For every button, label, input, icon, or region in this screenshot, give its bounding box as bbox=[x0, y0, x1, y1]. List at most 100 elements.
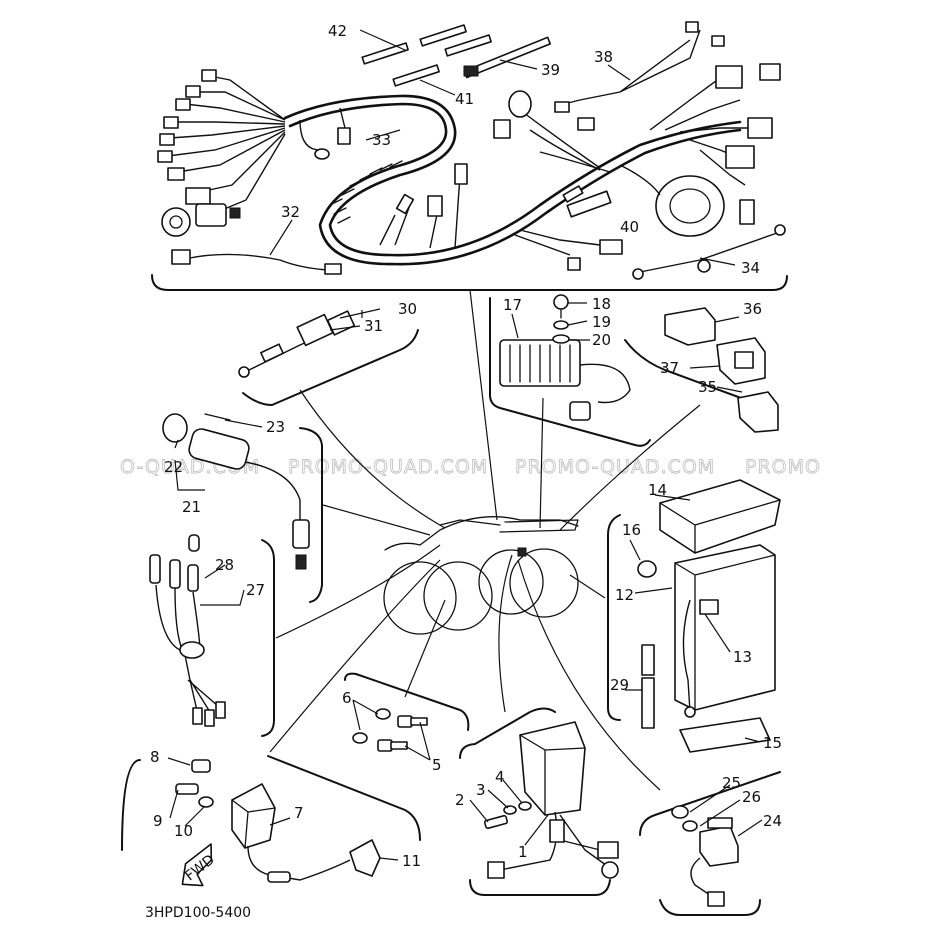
relay-component bbox=[508, 90, 532, 118]
washer-10 bbox=[198, 796, 214, 808]
callout-11: 11 bbox=[402, 852, 421, 870]
covers-bracket bbox=[624, 339, 761, 406]
connector-block bbox=[185, 187, 211, 205]
callout-37: 37 bbox=[660, 359, 679, 377]
cdi-connector bbox=[487, 861, 505, 879]
callout-34: 34 bbox=[741, 259, 760, 277]
detail-circle bbox=[423, 561, 493, 631]
connector-block bbox=[747, 117, 773, 139]
relay-wire bbox=[690, 857, 711, 896]
callout-23: 23 bbox=[266, 418, 285, 436]
ring-terminal bbox=[314, 148, 330, 160]
connector-plug bbox=[599, 239, 623, 255]
callout-18: 18 bbox=[592, 295, 611, 313]
connector-plug bbox=[711, 35, 725, 47]
bulb-socket bbox=[169, 559, 181, 589]
callout-17: 17 bbox=[503, 296, 522, 314]
callout-12: 12 bbox=[615, 586, 634, 604]
cdi-connector bbox=[597, 841, 619, 859]
rectifier-group bbox=[489, 294, 651, 447]
connector-plug bbox=[185, 85, 201, 98]
switch-end bbox=[238, 366, 250, 378]
callout-41: 41 bbox=[455, 90, 474, 108]
harness-lead bbox=[379, 174, 461, 249]
callout-33: 33 bbox=[372, 131, 391, 149]
callout-31: 31 bbox=[364, 317, 383, 335]
connector-plug bbox=[337, 127, 351, 145]
leader-line bbox=[517, 559, 661, 791]
callout-26: 26 bbox=[742, 788, 761, 806]
starter-relay-24 bbox=[699, 825, 739, 867]
connector-plug bbox=[577, 117, 595, 131]
cable-band-42 bbox=[361, 42, 409, 65]
relay-bracket-lower bbox=[659, 899, 761, 916]
watermark-text: PROMO-QUAD.COM bbox=[288, 456, 488, 478]
callout-7: 7 bbox=[294, 804, 304, 822]
fuse-holder bbox=[566, 190, 612, 218]
callout-22: 22 bbox=[164, 458, 183, 476]
harness-spiral-wrap bbox=[329, 160, 403, 224]
connector-plug bbox=[157, 150, 173, 163]
stamp-text: 40 bbox=[620, 218, 639, 236]
callout-8: 8 bbox=[150, 748, 160, 766]
bulb-socket bbox=[187, 564, 199, 592]
connector-plug bbox=[159, 133, 175, 146]
sender-wire bbox=[244, 461, 301, 520]
connector-plug bbox=[167, 167, 185, 181]
sender-connector bbox=[292, 519, 310, 549]
wire-clip-40 bbox=[562, 185, 584, 203]
fwd-arrow-icon: FWD bbox=[181, 843, 218, 887]
rectifier-fins bbox=[509, 344, 571, 383]
coil-wire-boot bbox=[267, 871, 291, 883]
connector-plug bbox=[163, 116, 179, 129]
callout-35: 35 bbox=[698, 378, 717, 396]
screw-5 bbox=[397, 715, 428, 728]
ignition-coil-7 bbox=[231, 783, 276, 849]
callout-24: 24 bbox=[763, 812, 782, 830]
connector-plug bbox=[759, 63, 781, 81]
callout-30: 30 bbox=[398, 300, 417, 318]
callout-42: 42 bbox=[328, 22, 347, 40]
screw-5 bbox=[377, 739, 408, 752]
sender-flange-22 bbox=[162, 413, 188, 443]
connector-plug bbox=[229, 207, 241, 219]
callout-16: 16 bbox=[622, 521, 641, 539]
bolt-2 bbox=[483, 814, 509, 830]
wire-loop bbox=[179, 641, 205, 659]
rectifier-connector bbox=[569, 401, 591, 421]
washer-4 bbox=[518, 801, 532, 811]
breather-hose-29-upper bbox=[641, 644, 655, 676]
screws-bracket bbox=[344, 672, 470, 731]
bolt-18 bbox=[553, 294, 569, 310]
cdi-grommet bbox=[549, 819, 565, 843]
callout-5: 5 bbox=[432, 756, 442, 774]
callout-14: 14 bbox=[648, 481, 667, 499]
callout-9: 9 bbox=[153, 812, 163, 830]
ring-terminal bbox=[697, 259, 711, 273]
rectifier-wire bbox=[579, 363, 631, 404]
leader-line bbox=[404, 599, 446, 698]
harness-left-connectors bbox=[157, 69, 286, 237]
callout-leaders bbox=[167, 29, 763, 861]
main-harness-wire bbox=[283, 94, 742, 257]
connector-plug bbox=[739, 199, 755, 225]
bolt-9 bbox=[175, 783, 199, 795]
battery-cover-14 bbox=[659, 479, 781, 554]
cable-bands-group bbox=[361, 24, 552, 87]
leader-line bbox=[498, 554, 513, 713]
cdi-unit-1 bbox=[519, 721, 586, 816]
cable-band bbox=[444, 34, 492, 57]
callout-36: 36 bbox=[743, 300, 762, 318]
relay-connector bbox=[707, 891, 725, 907]
connector-plug bbox=[395, 193, 415, 215]
relay-bracket bbox=[639, 771, 781, 836]
frame-group bbox=[269, 289, 701, 791]
callout-19: 19 bbox=[592, 313, 611, 331]
callout-1: 1 bbox=[518, 843, 528, 861]
ring-terminal bbox=[684, 706, 696, 718]
bulb-socket bbox=[149, 554, 161, 584]
cover-35 bbox=[737, 391, 779, 433]
battery-bracket bbox=[607, 514, 621, 721]
